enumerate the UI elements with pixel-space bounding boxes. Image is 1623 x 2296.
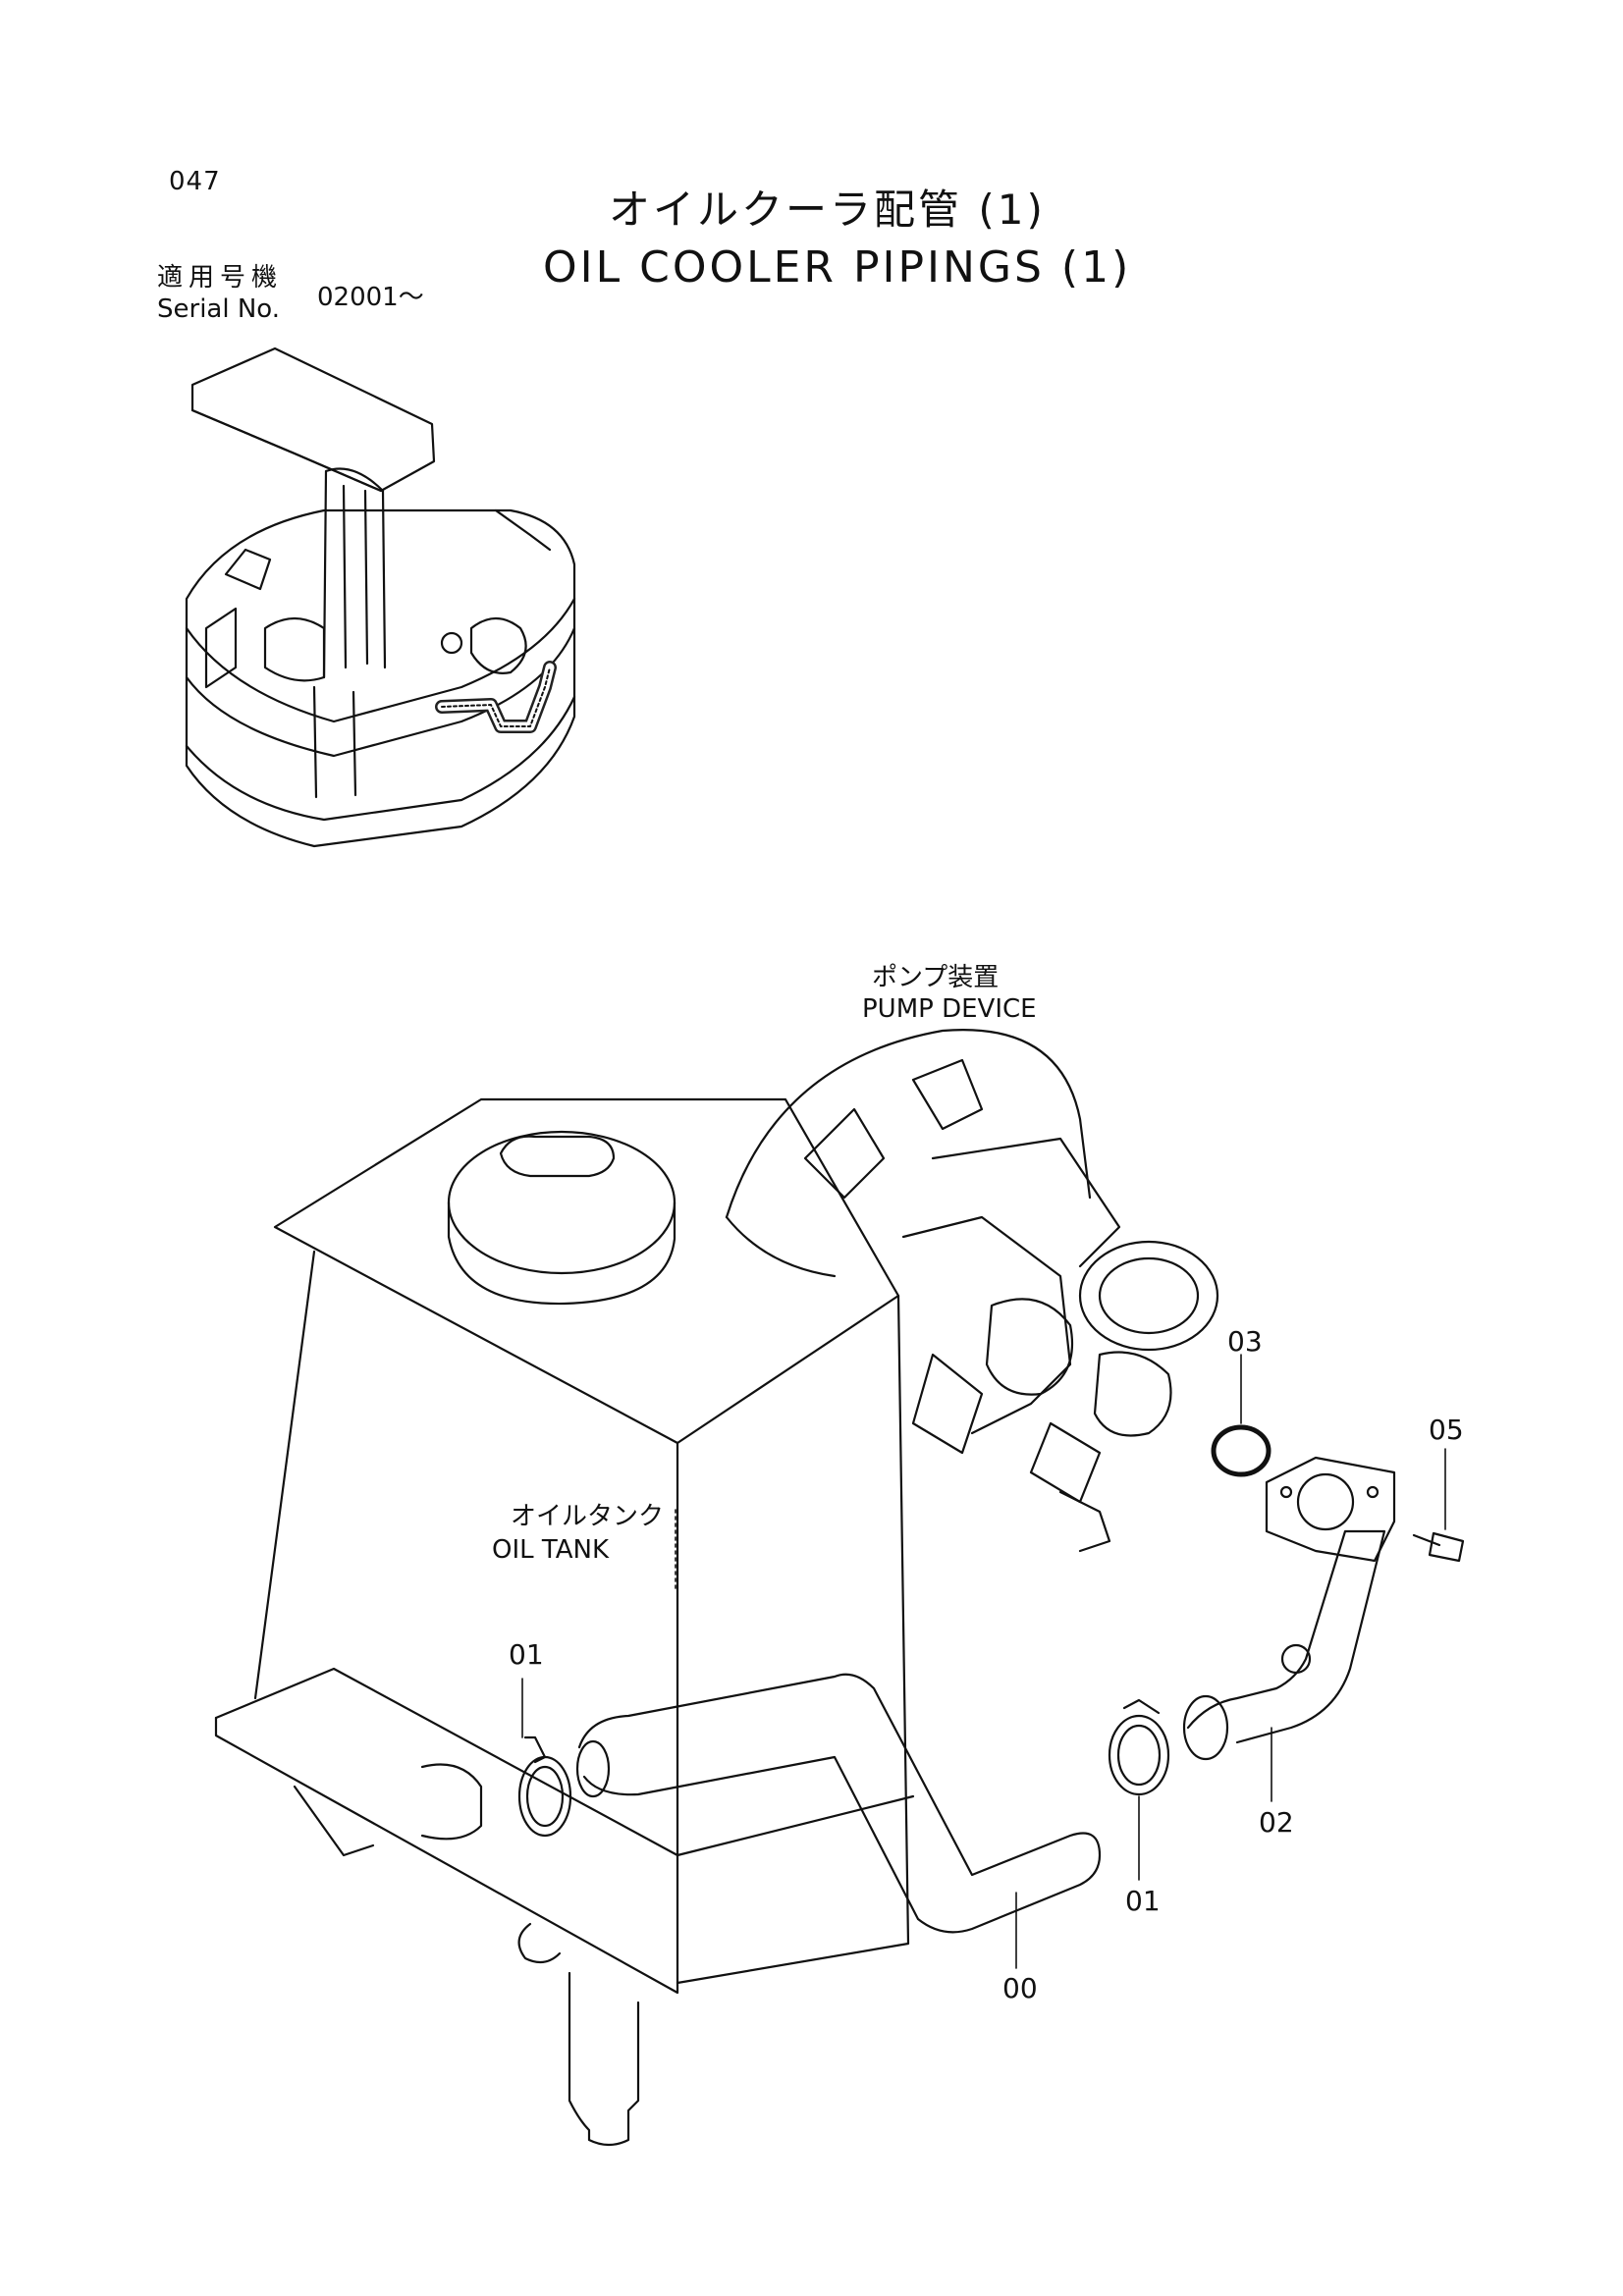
machine-overview-illustration bbox=[185, 347, 576, 848]
o-ring bbox=[1211, 1424, 1271, 1477]
callout-clamp-right: 01 bbox=[1125, 1885, 1161, 1917]
page-number: 047 bbox=[169, 167, 221, 196]
hose-clamp-left bbox=[517, 1735, 572, 1838]
pipe-elbow bbox=[1182, 1456, 1396, 1761]
callout-clamp-left: 01 bbox=[509, 1638, 544, 1671]
callout-hose: 00 bbox=[1002, 1972, 1038, 2004]
hose-clamp-right bbox=[1108, 1698, 1170, 1796]
title-japanese: オイルクーラ配管 (1) bbox=[609, 186, 1046, 234]
oil-tank-illustration bbox=[214, 1097, 915, 2147]
pump-device-illustration bbox=[725, 1029, 1219, 1553]
bolt bbox=[1412, 1531, 1465, 1563]
callout-pipe-elbow: 02 bbox=[1259, 1806, 1294, 1839]
oil-cooler-hose bbox=[575, 1673, 1102, 1934]
serial-label-english: Serial No. bbox=[157, 294, 280, 324]
title-english: OIL COOLER PIPINGS (1) bbox=[543, 242, 1132, 293]
callout-o-ring: 03 bbox=[1227, 1325, 1263, 1358]
oil-tank-label-japanese: オイルタンク bbox=[511, 1502, 665, 1531]
leader-lines bbox=[521, 1354, 1446, 1969]
serial-label-japanese: 適用号機 bbox=[157, 263, 284, 293]
pump-device-label-japanese: ポンプ装置 bbox=[872, 963, 1000, 992]
serial-number-range: 02001～ bbox=[317, 283, 424, 312]
pump-device-label-english: PUMP DEVICE bbox=[862, 994, 1037, 1024]
oil-tank-label-english: OIL TANK bbox=[492, 1535, 610, 1565]
callout-bolt: 05 bbox=[1429, 1414, 1464, 1446]
